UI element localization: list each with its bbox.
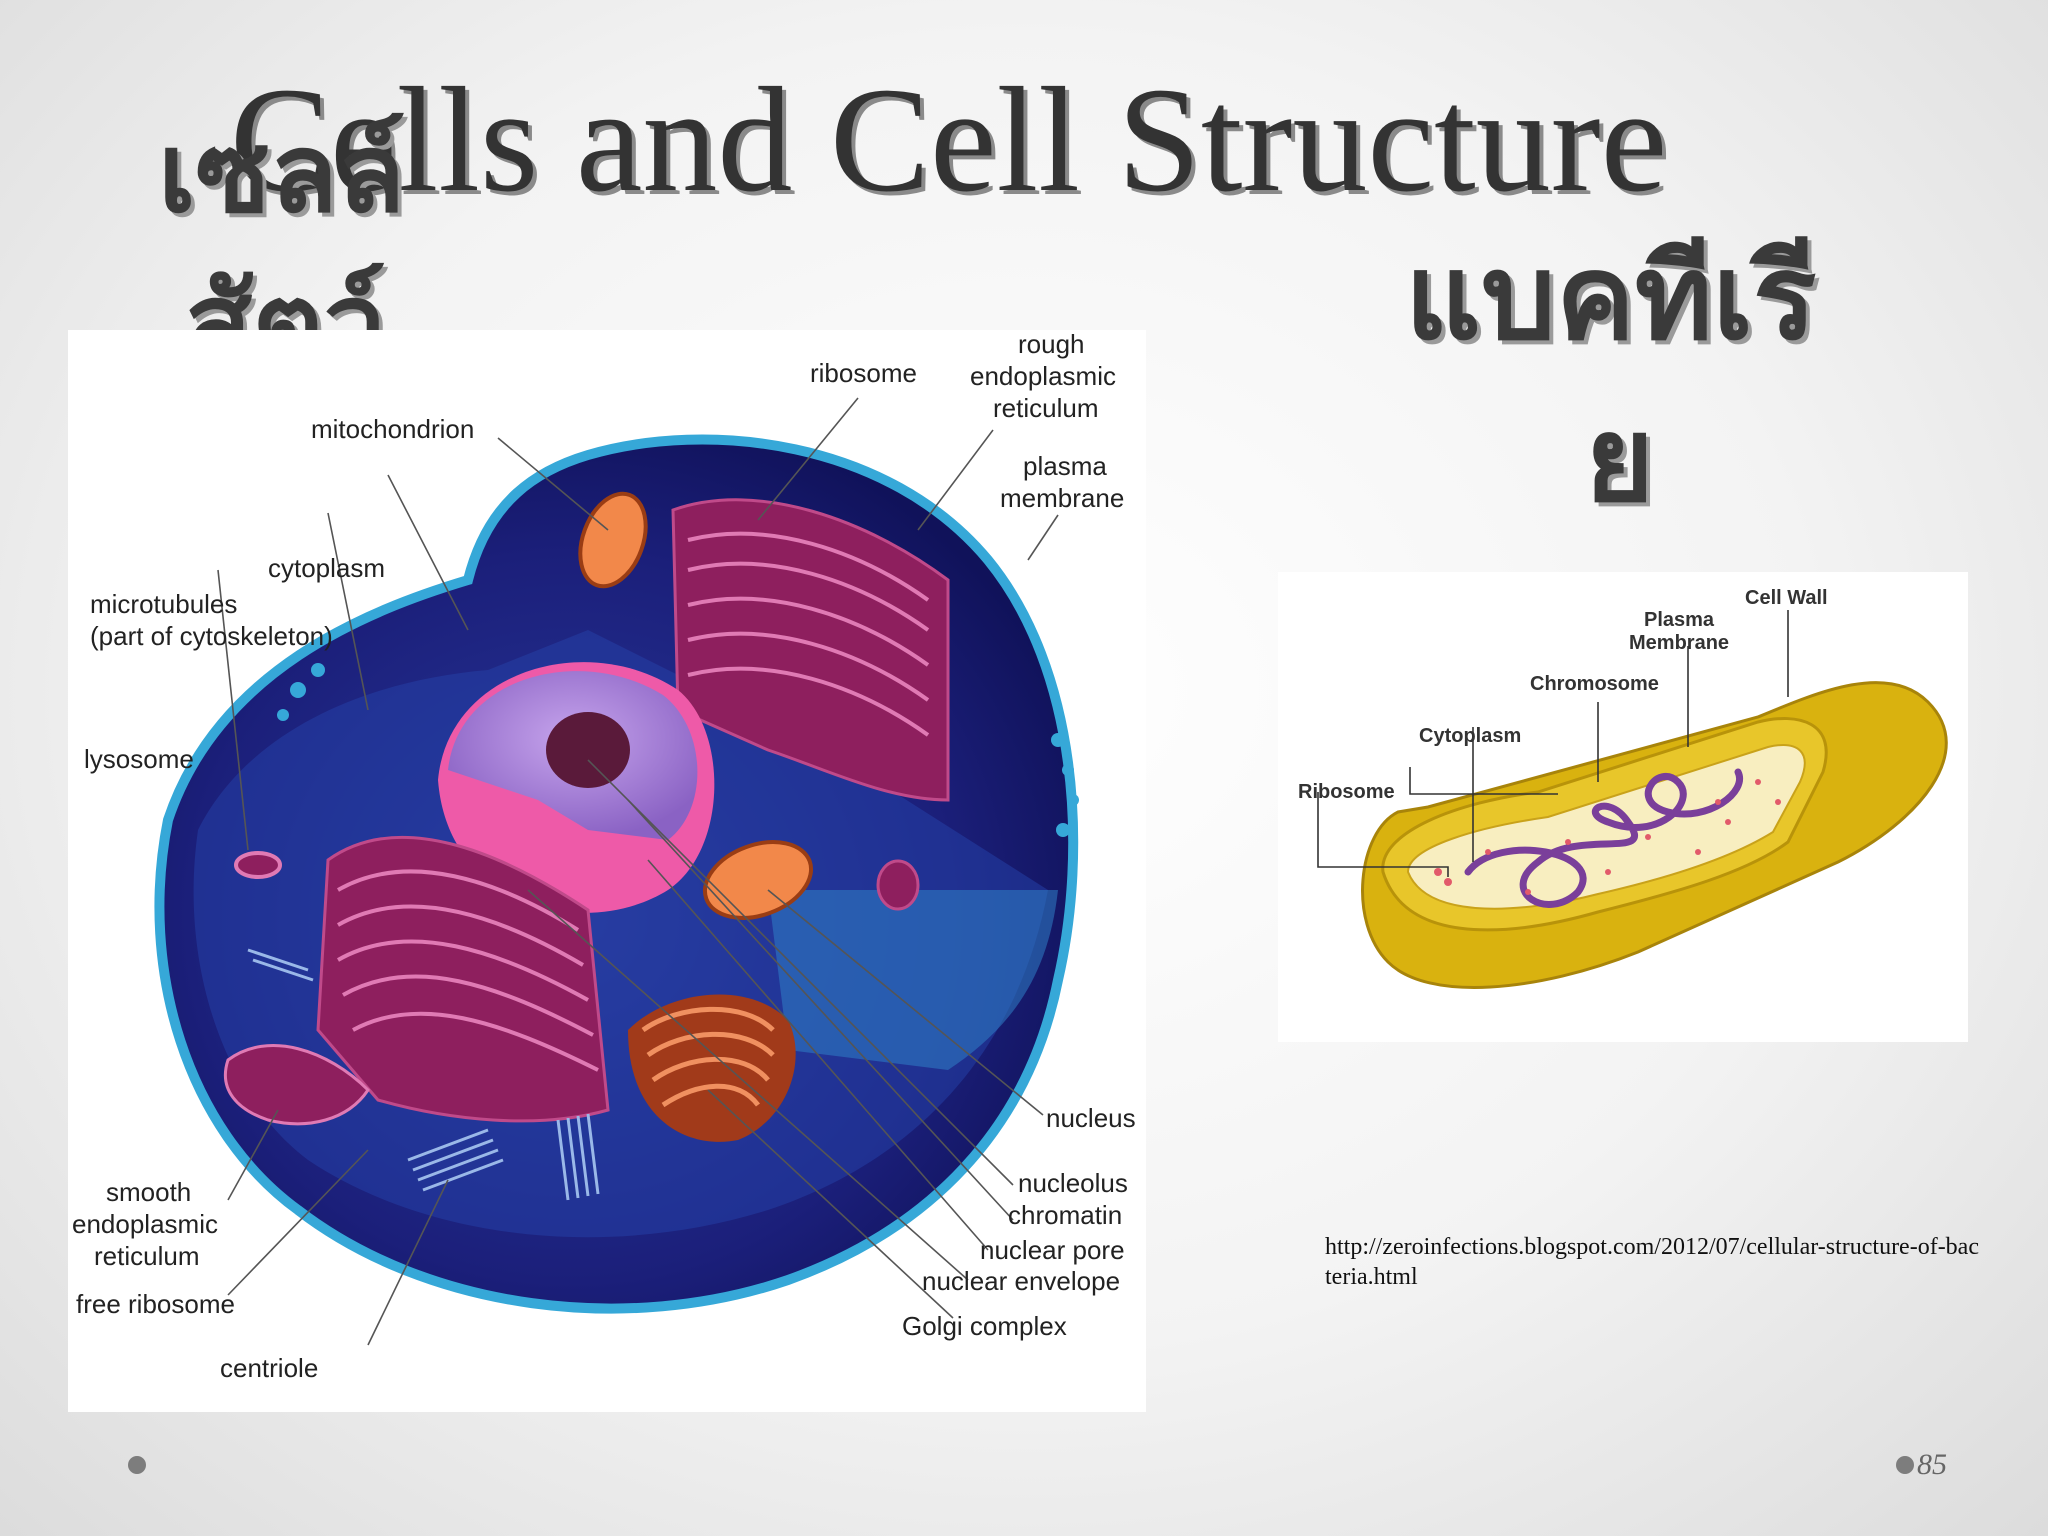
bacteria-cytoplasm: [1406, 744, 1806, 910]
footer-bullet-left: [128, 1456, 146, 1474]
cytoplasm-light-slab: [768, 890, 1058, 1070]
bact-label-cell-wall: Cell Wall: [1745, 587, 1828, 609]
label-microtubules-2: (part of cytoskeleton): [90, 621, 333, 651]
footer-bullet-right: [1896, 1456, 1914, 1474]
rough-er-left: [316, 835, 610, 1123]
label-plasma-membrane-2: membrane: [1000, 483, 1124, 513]
animal-cell-illustration: ribosome rough endoplasmic reticulum mit…: [72, 330, 1136, 1383]
label-smooth-er-3: reticulum: [94, 1241, 199, 1271]
chromosome: [1464, 768, 1743, 908]
source-url[interactable]: http://zeroinfections.blogspot.com/2012/…: [1325, 1234, 1979, 1290]
label-nuclear-pore: nuclear pore: [980, 1235, 1125, 1265]
label-nuclear-envelope: nuclear envelope: [922, 1266, 1120, 1296]
label-free-ribosome: free ribosome: [76, 1289, 235, 1319]
label-plasma-membrane-1: plasma: [1023, 451, 1107, 481]
thai-heading-animal-cell-line1: เซลล์: [158, 109, 406, 237]
bact-label-ribosome: Ribosome: [1298, 781, 1395, 803]
rough-er: [671, 498, 950, 802]
label-cytoplasm: cytoplasm: [268, 553, 385, 583]
thai-heading-bacteria-line1: แบคทีเรี: [1405, 228, 1817, 366]
label-smooth-er-2: endoplasmic: [72, 1209, 218, 1239]
ribosome-dots: [1434, 779, 1781, 895]
leader-lines: [217, 397, 1059, 1346]
label-nucleolus: nucleolus: [1018, 1168, 1128, 1198]
label-golgi-complex: Golgi complex: [902, 1311, 1067, 1341]
slide-title: Cells and Cell Structure: [230, 57, 1668, 223]
label-rough-er-2: endoplasmic: [970, 361, 1116, 391]
thai-heading-bacteria-line2: ย: [1585, 390, 1655, 528]
bacterial-cell-illustration: Cell Wall Plasma Membrane Chromosome Cyt…: [1298, 587, 1948, 989]
label-centriole: centriole: [220, 1353, 318, 1383]
page-number: 85: [1917, 1448, 1947, 1481]
nucleus: [438, 662, 715, 913]
label-smooth-er-1: smooth: [106, 1177, 191, 1207]
golgi-complex: [628, 994, 796, 1142]
label-chromatin: chromatin: [1008, 1200, 1122, 1230]
bacteria-leader-lines: [1317, 610, 1789, 877]
label-ribosome: ribosome: [810, 358, 917, 388]
bact-label-cytoplasm: Cytoplasm: [1419, 725, 1521, 747]
label-mitochondrion: mitochondrion: [311, 414, 474, 444]
animal-cell-diagram: ribosome rough endoplasmic reticulum mit…: [68, 330, 1146, 1412]
bact-label-chromosome: Chromosome: [1530, 673, 1659, 695]
bacterial-cell-diagram: Cell Wall Plasma Membrane Chromosome Cyt…: [1278, 572, 1968, 1042]
label-rough-er-1: rough: [1018, 330, 1085, 359]
bact-label-plasma-membrane-1: Plasma: [1644, 609, 1715, 631]
label-rough-er-3: reticulum: [993, 393, 1098, 423]
bact-label-plasma-membrane-2: Membrane: [1629, 632, 1729, 654]
centrioles: [247, 948, 600, 1201]
membrane-blebs: [277, 663, 1079, 837]
label-microtubules-1: microtubules: [90, 589, 237, 619]
mitochondria: [234, 491, 920, 920]
smooth-er: [223, 1044, 370, 1126]
label-nucleus: nucleus: [1046, 1103, 1136, 1133]
label-lysosome: lysosome: [84, 744, 194, 774]
